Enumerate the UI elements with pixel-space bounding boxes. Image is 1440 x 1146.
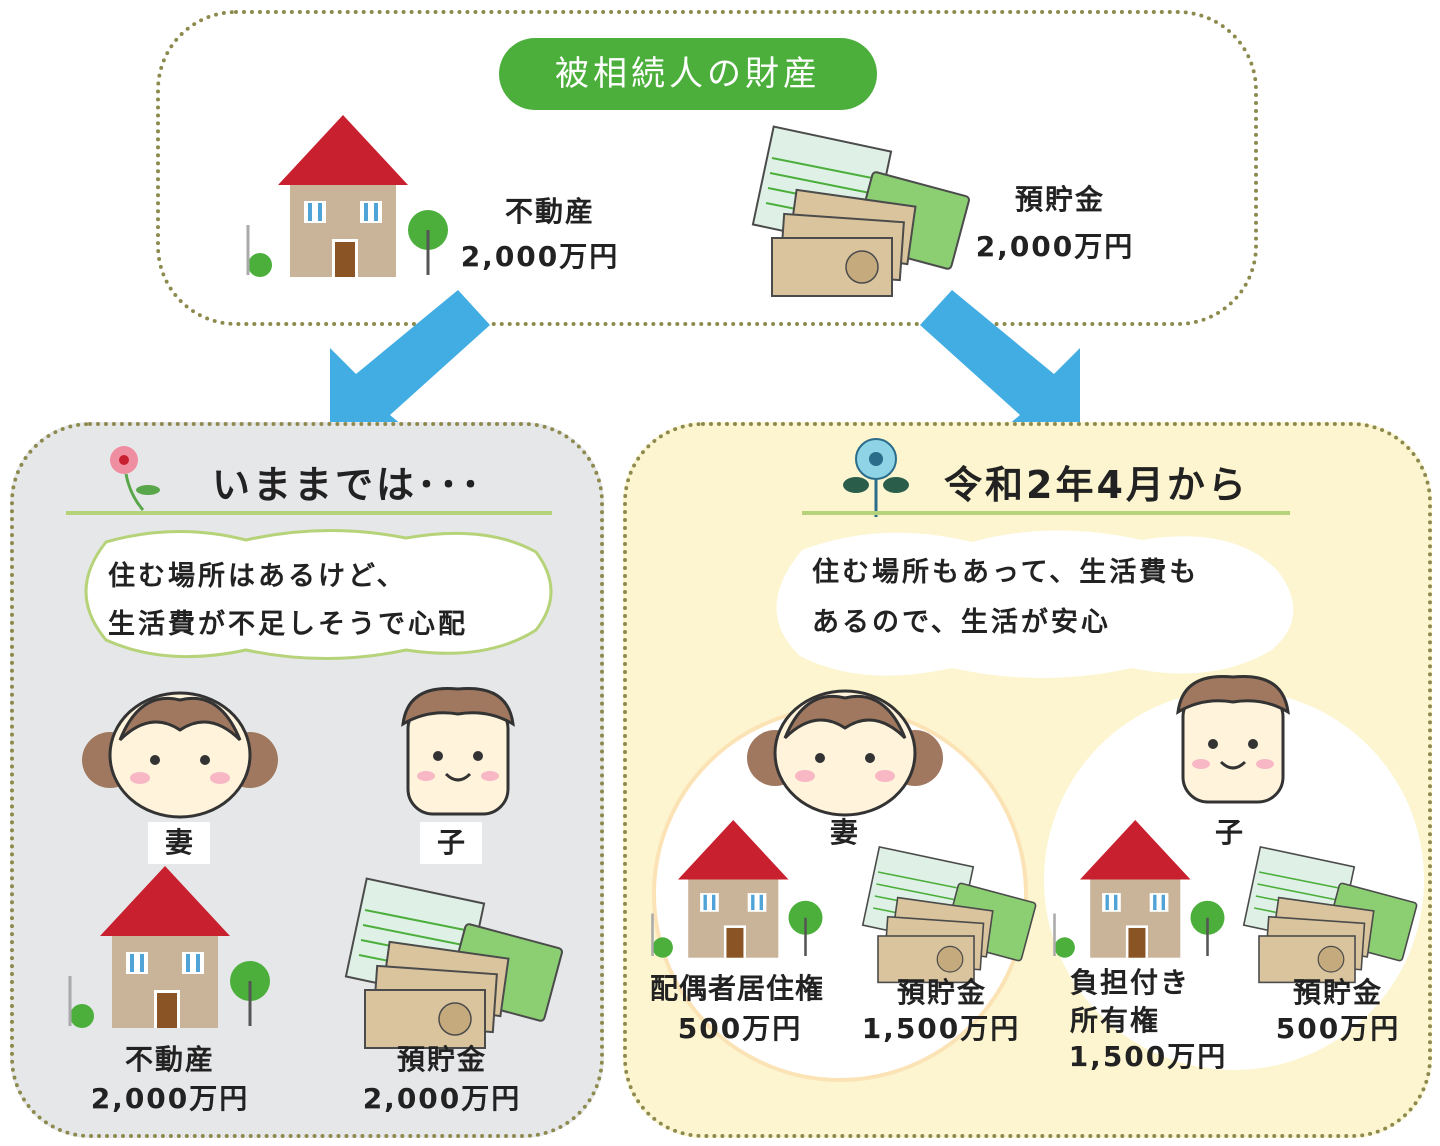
bankbook-money-icon <box>861 846 1038 984</box>
before-rule <box>66 511 552 515</box>
child-home-amount: 1,500万円 <box>1068 1040 1228 1073</box>
before-spouse-asset-amount: 2,000万円 <box>90 1082 250 1115</box>
before-child-label: 子 <box>420 822 482 864</box>
top-savings-name: 預貯金 <box>1014 183 1105 216</box>
before-spouse-label: 妻 <box>148 822 210 864</box>
bankbook-money-icon <box>1242 846 1419 984</box>
before-thought-line2: 生活費が不足しそうで心配 <box>108 609 468 640</box>
top-savings-amount: 2,000万円 <box>975 230 1135 263</box>
before-thought-line1: 住む場所はあるけど、 <box>108 561 407 592</box>
bankbook-money-icon <box>751 125 971 297</box>
worried-wife-face-icon <box>80 691 280 819</box>
after-thought-line1: 住む場所もあって、生活費も <box>812 557 1200 588</box>
before-heading: いままでは･･･ <box>212 463 484 507</box>
child-home-line1: 負担付き <box>1070 966 1191 999</box>
top-real-estate-name: 不動産 <box>504 195 595 228</box>
after-child-label: 子 <box>1214 816 1245 849</box>
spouse-savings-amount: 1,500万円 <box>861 1012 1021 1045</box>
house-icon <box>651 818 824 959</box>
before-thought-cloud <box>84 528 553 660</box>
smiling-wife-face-icon <box>745 689 945 817</box>
child-home-line2: 所有権 <box>1070 1004 1161 1037</box>
child-savings-name: 預貯金 <box>1292 976 1383 1009</box>
house-icon <box>1053 818 1226 959</box>
after-thought-cloud <box>776 530 1294 678</box>
house-icon <box>68 864 272 1030</box>
after-spouse-label: 妻 <box>829 816 860 849</box>
bankbook-money-icon <box>344 877 564 1049</box>
top-real-estate-amount: 2,000万円 <box>460 240 620 273</box>
flower-icon <box>843 438 909 517</box>
arrow-icon-right <box>920 290 1080 440</box>
after-thought-line2: あるので、生活が安心 <box>812 607 1111 638</box>
after-heading: 令和2年4月から <box>944 463 1249 507</box>
estate-title: 被相続人の財産 <box>499 38 877 110</box>
spouse-home-right-name: 配偶者居住権 <box>649 972 824 1005</box>
spouse-savings-name: 預貯金 <box>896 976 987 1009</box>
before-child-asset-name: 預貯金 <box>396 1043 487 1076</box>
before-spouse-asset-name: 不動産 <box>124 1043 215 1076</box>
house-icon <box>246 113 450 279</box>
arrow-icon-left <box>330 290 490 440</box>
estate-box <box>156 10 1258 326</box>
before-child-asset-amount: 2,000万円 <box>362 1082 522 1115</box>
child-savings-amount: 500万円 <box>1275 1012 1401 1045</box>
child-face-icon <box>401 686 515 816</box>
child-face-icon <box>1176 674 1290 804</box>
after-rule <box>802 511 1290 515</box>
spouse-home-right-amount: 500万円 <box>677 1012 803 1045</box>
flower-icon <box>110 446 160 511</box>
